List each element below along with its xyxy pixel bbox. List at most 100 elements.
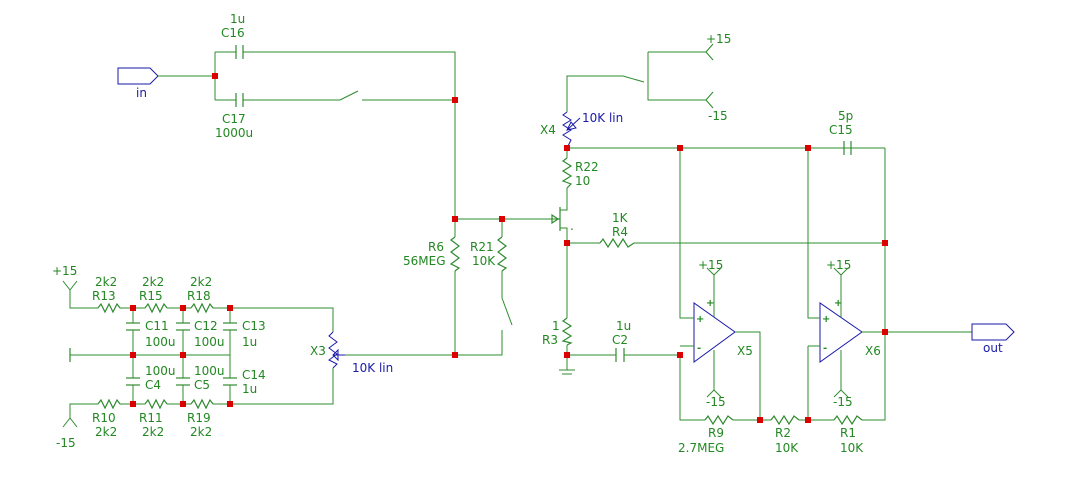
capacitor-c12: C12 100u [176, 319, 225, 349]
neg-rail-x5 [706, 389, 722, 398]
svg-text:10K: 10K [472, 254, 496, 268]
jfet-wiring [566, 147, 885, 370]
bias-wiring [69, 290, 334, 418]
svg-text:C11: C11 [145, 319, 169, 333]
input-wiring [158, 51, 456, 237]
svg-text:10K lin: 10K lin [582, 111, 623, 125]
svg-text:+15: +15 [826, 258, 851, 272]
svg-text:.: . [570, 219, 574, 233]
svg-text:R15: R15 [139, 289, 163, 303]
svg-text:-15: -15 [706, 395, 726, 409]
capacitor-c5: 100u C5 [176, 364, 225, 392]
svg-text:100u: 100u [145, 335, 176, 349]
x5-wiring [679, 148, 761, 421]
resistor-r10: R10 2k2 [92, 398, 121, 439]
svg-text:2k2: 2k2 [190, 425, 212, 439]
svg-text:2k2: 2k2 [142, 425, 164, 439]
svg-text:R1: R1 [840, 426, 856, 440]
neg-rail-x6 [833, 389, 849, 398]
svg-text:100u: 100u [194, 364, 225, 378]
capacitor-c2: 1u C2 [612, 319, 631, 362]
resistor-r3: 1 R3 [542, 317, 573, 347]
svg-text:X5: X5 [737, 344, 753, 358]
svg-text:1K: 1K [612, 211, 629, 225]
svg-text:-15: -15 [833, 395, 853, 409]
resistor-r22: R22 10 [561, 148, 599, 207]
capacitor-c17: C17 1000u [215, 93, 253, 140]
svg-text:-15: -15 [56, 436, 76, 450]
resistor-r11: R11 2k2 [139, 398, 168, 439]
capacitor-c11: C11 100u [126, 319, 176, 349]
capacitor-c14: C14 1u [223, 368, 266, 396]
resistor-r6: R6 56MEG [403, 236, 461, 272]
svg-text:-: - [823, 343, 827, 354]
svg-text:100u: 100u [194, 335, 225, 349]
jfet-transistor: . [551, 207, 574, 243]
resistor-r1: R1 10K [833, 414, 864, 455]
output-port-label: out [983, 341, 1003, 355]
svg-text:+: + [822, 314, 830, 325]
svg-text:2k2: 2k2 [95, 275, 117, 289]
svg-text:2k2: 2k2 [142, 275, 164, 289]
opamp-x5: + + - X5 +15 -15 [693, 258, 753, 409]
svg-text:10K: 10K [775, 441, 799, 455]
potentiometer-x4: X4 10K lin [540, 111, 623, 149]
svg-text:1u: 1u [616, 319, 631, 333]
svg-text:R3: R3 [542, 333, 558, 347]
svg-text:1: 1 [552, 319, 560, 333]
capacitor-c4: 100u C4 [126, 364, 176, 392]
svg-text:10: 10 [575, 174, 590, 188]
resistor-r13: 2k2 R13 [92, 275, 121, 314]
pos-rail-bias: +15 [52, 264, 78, 291]
svg-text:R4: R4 [612, 225, 628, 239]
resistor-r19: R19 2k2 [187, 398, 214, 439]
svg-text:R6: R6 [428, 240, 444, 254]
resistor-r15: 2k2 R15 [139, 275, 168, 314]
svg-text:X3: X3 [310, 344, 326, 358]
svg-text:C14: C14 [242, 368, 266, 382]
svg-text:C16: C16 [221, 26, 245, 40]
svg-text:C12: C12 [194, 319, 218, 333]
svg-text:10K lin: 10K lin [352, 361, 393, 375]
x6-wiring [807, 148, 972, 421]
potentiometer-x3: X3 10K lin [310, 331, 393, 375]
svg-text:+: + [834, 298, 842, 309]
svg-text:-15: -15 [708, 109, 728, 123]
svg-text:X4: X4 [540, 123, 556, 137]
gate-wiring [333, 218, 556, 356]
output-port: out [971, 323, 1015, 355]
resistor-r4: 1K R4 [599, 211, 635, 249]
capacitor-c16: 1u C16 [221, 12, 245, 59]
svg-text:1u: 1u [242, 382, 257, 396]
svg-text:R10: R10 [92, 411, 116, 425]
svg-text:100u: 100u [145, 364, 176, 378]
svg-text:R19: R19 [187, 411, 211, 425]
svg-text:2k2: 2k2 [95, 425, 117, 439]
input-port-label: in [136, 86, 147, 100]
capacitor-c15: 5p C15 [829, 109, 853, 155]
neg-rail-bias: -15 [56, 417, 78, 450]
svg-text:56MEG: 56MEG [403, 254, 446, 268]
svg-text:C4: C4 [145, 378, 161, 392]
svg-text:1000u: 1000u [215, 126, 253, 140]
resistor-r2: R2 10K [760, 414, 808, 455]
input-port: in [117, 67, 159, 100]
svg-text:R2: R2 [775, 426, 791, 440]
junctions [130, 73, 888, 423]
svg-text:R11: R11 [139, 411, 163, 425]
svg-text:R21: R21 [470, 240, 494, 254]
svg-text:+15: +15 [698, 258, 723, 272]
resistor-r18: 2k2 R18 [187, 275, 214, 314]
resistor-r9: R9 2.7MEG [678, 414, 760, 455]
svg-text:+15: +15 [706, 32, 731, 46]
ground-symbol-jfet [559, 369, 575, 375]
svg-text:R13: R13 [92, 289, 116, 303]
svg-text:C5: C5 [194, 378, 210, 392]
svg-text:C2: C2 [612, 333, 628, 347]
svg-text:+: + [706, 298, 714, 309]
svg-text:X6: X6 [865, 344, 881, 358]
svg-text:C15: C15 [829, 123, 853, 137]
svg-text:10K: 10K [840, 441, 864, 455]
opamp-x6: + + - X6 +15 -15 [819, 258, 881, 409]
capacitor-c13: C13 1u [223, 319, 266, 349]
